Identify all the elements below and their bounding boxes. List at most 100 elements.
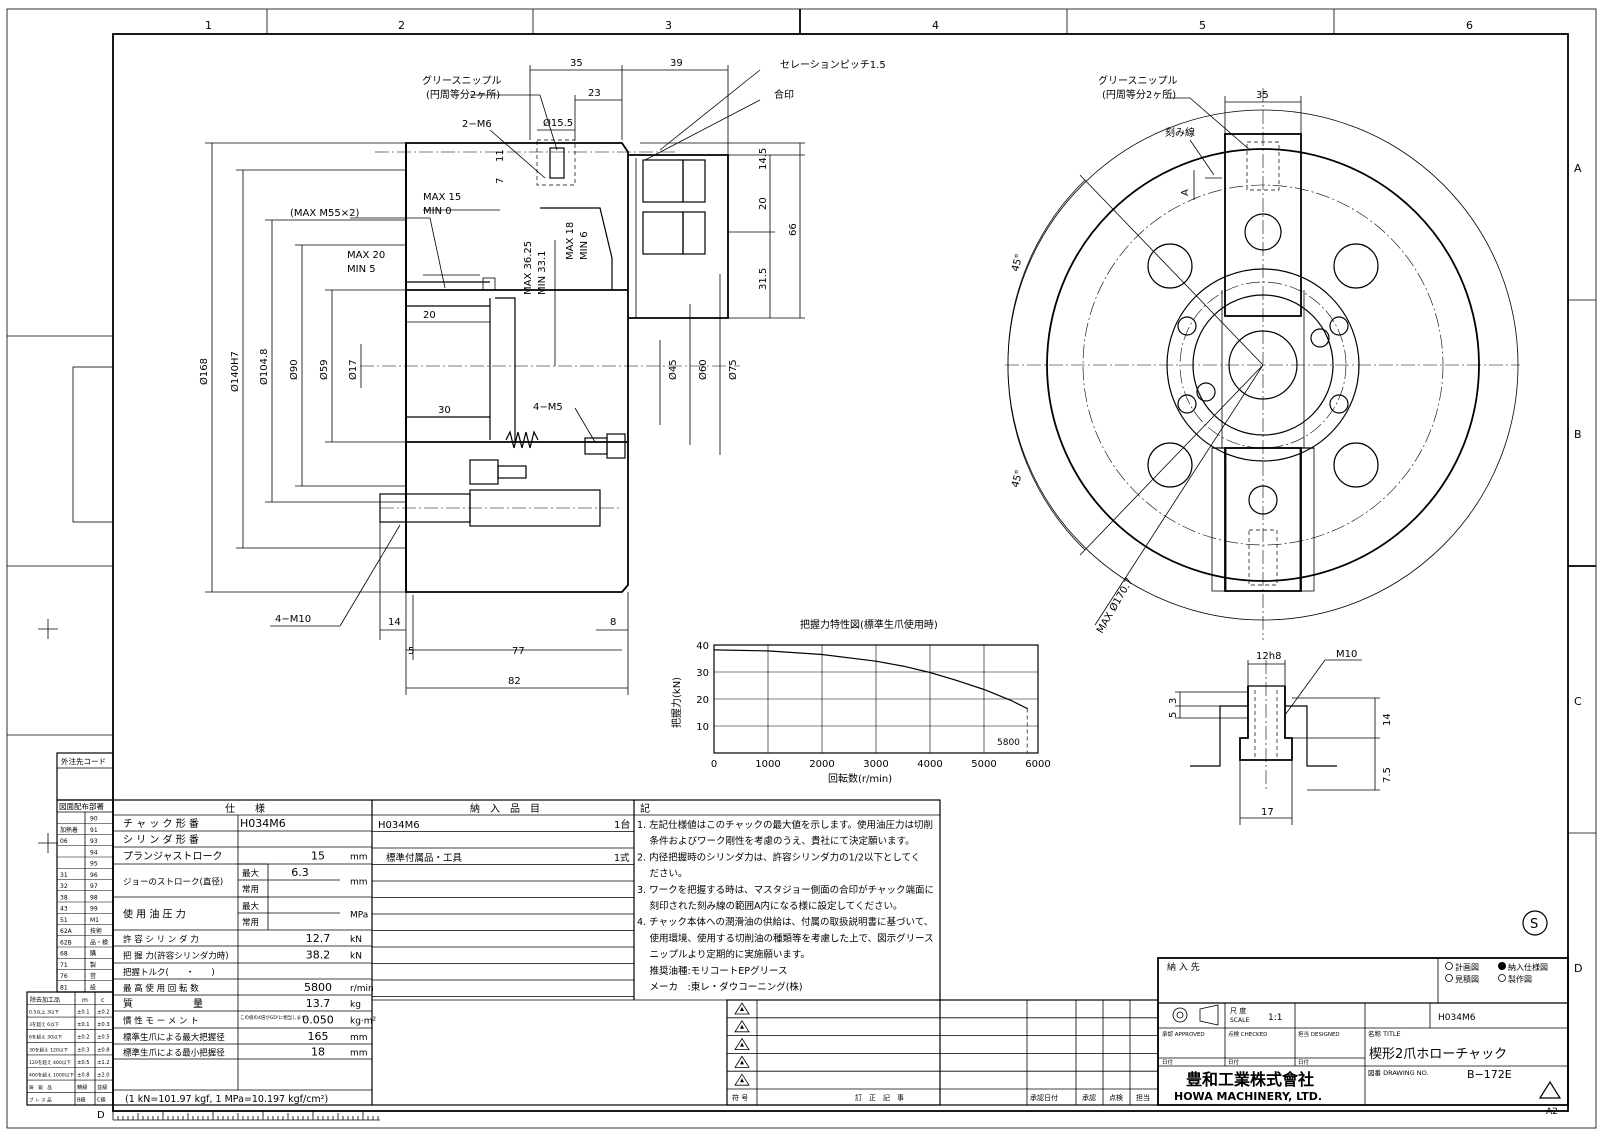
dist-code: 90 [90,816,98,823]
chart-y-tick-label: 10 [696,722,709,733]
dist-left-code: 51 [60,917,68,924]
chart-annotation: 5800 [997,738,1020,748]
spec-unit: kg [350,1000,361,1010]
spec-value: 0.050 [302,1014,334,1027]
delivery-qty-2: 1式 [614,852,630,864]
date-2: 日付 [1228,1058,1240,1066]
dim-23: 23 [588,88,601,99]
zone-row-a: A [1574,162,1582,175]
spec-unit: MPa [350,911,368,921]
chart-y-tick-label: 40 [696,641,709,652]
detail-5: 5 [1168,712,1179,718]
dim-phi75: Ø75 [727,359,739,380]
dist-left-code: 62A [60,928,73,935]
date-1: 日付 [1162,1058,1174,1066]
chart-y-tick-label: 30 [696,668,709,679]
spec-sub-max: 最大 [242,901,260,912]
note-line: 2. 内径把握時のシリンダ力は、許容シリンダ力の1/2以下としてく [637,851,920,863]
revision-triangle-icon [734,1002,750,1015]
spec-unit: kN [350,935,362,945]
tol-range: 400を超え 1000以下 [29,1072,74,1079]
serration-label: セレーションピッチ1.5 [780,59,886,71]
drawing-title: 楔形2爪ホローチャック [1369,1047,1507,1062]
note-line: ニップルより定期的に実施願います。 [637,949,810,961]
chart-point [983,688,985,691]
detail-3: 3 [1168,698,1179,704]
note-line: 推奨油種:モリコートEPグリース [637,965,787,977]
tol-range: 6を超え 30以下 [29,1034,63,1041]
dist-left-code: 38 [60,894,68,901]
tol-m: ±0.1 [77,1010,90,1016]
dim-phi59: Ø59 [318,359,330,380]
note-line: ださい。 [637,869,688,880]
front-dim-35: 35 [1256,90,1269,101]
chart-point [902,665,904,667]
spec-label: 許 容 シ リ ン ダ 力 [123,934,199,945]
min6-label: MIN 6 [579,231,590,260]
spec-value: 38.2 [306,949,331,962]
chart-x-tick-label: 1000 [755,759,780,770]
spec-sub-normal: 常用 [242,884,259,895]
tol-m: ±0.8 [77,1073,90,1079]
rev-col-mark: 符 号 [732,1093,748,1102]
max15-label: MAX 15 [423,192,461,203]
tol-range: 3を超え 6以下 [29,1021,60,1028]
chart-point [1010,699,1012,701]
max-m55-label: (MAX M55×2) [290,208,359,219]
notes-lines: 1. 左記仕様値はこのチャックの最大値を示します。使用油圧力は切削 条件およびワ… [634,819,940,1001]
detail-view-labels: 12h8 M10 3 5 14 7.5 17 [1168,649,1393,818]
spec-unit: kg·m² [350,1017,377,1027]
spec-value: 6.3 [291,866,309,879]
detail-7-5: 7.5 [1382,767,1393,783]
s-mark-icon [1522,910,1548,936]
spec-label: 質 量 [123,997,203,1010]
revision-mark-icon [740,1024,744,1029]
spec-label: 標準生爪による最大把握径 [123,1032,225,1043]
chart-point [956,680,958,682]
chart-point [821,653,823,656]
spec-note: この値の4倍がGD²に相当します。 [240,1014,310,1021]
zone-col-1: 1 [205,19,212,32]
m5-label: 4−M5 [533,402,563,413]
dist-code: 97 [90,883,98,890]
distribution-label: 図面配布部署 [59,801,104,811]
tol-header-2: c [101,997,104,1004]
spec-sub-max: 最大 [242,868,260,879]
drawing-number: B−172E [1467,1068,1512,1081]
dim-8: 8 [610,617,616,628]
spec-label: チ ャ ッ ク 形 番 [123,818,199,830]
dim-20-v: 20 [758,197,769,210]
note-line: 4. チャック本体への潤滑油の供給は、付属の取扱説明書に基づいて、 [637,916,933,928]
dist-code: 購 [90,950,96,958]
revision-block [726,999,1159,1106]
check-estimate-icon [1445,974,1453,982]
dim-39: 39 [670,58,683,69]
chart-point [875,660,877,662]
dist-code: M1 [90,917,99,924]
delivery-row-lines [372,831,634,1001]
max36-label: MAX 36.25 [523,241,534,295]
dim-phi15-5: Ø15.5 [543,117,573,129]
check-delivery-spec: 納入仕様図 [1508,962,1548,972]
rev-col-app: 承認 [1082,1093,1096,1102]
dim-phi104-8: Ø104.8 [258,349,270,386]
detail-view [1175,659,1380,825]
spec-label: 把 握 力(許容シリンダ力時) [123,951,229,962]
front-grease-nipple-label: グリースニップル [1098,74,1178,87]
rev-col-chk: 点検 [1109,1093,1123,1102]
tol-range: 0.5以上 3以下 [29,1009,59,1016]
dim-35: 35 [570,58,583,69]
spec-label: プランジャストローク [123,851,223,863]
dim-20: 20 [423,310,436,321]
check-production-icon [1498,974,1506,982]
detail-17: 17 [1261,807,1274,818]
spec-unit: mm [350,1033,368,1043]
tol-c: C級 [97,1096,106,1104]
dim-phi60: Ø60 [697,359,709,380]
grease-nipple-label: グリースニップル [422,74,502,87]
tol-m: B級 [77,1096,86,1104]
